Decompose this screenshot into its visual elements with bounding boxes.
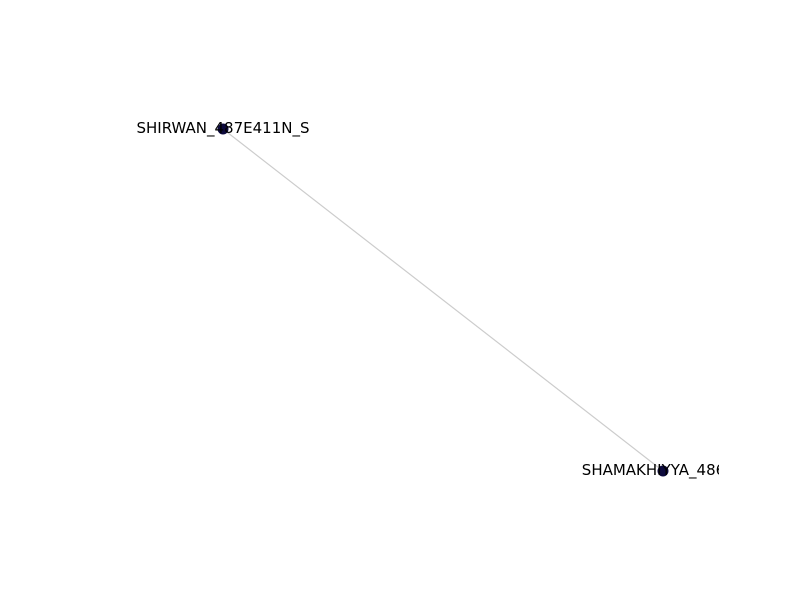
edge-shirwan-shamakhiyya [222,128,664,472]
graph-node[interactable] [217,123,229,135]
node-label: SHAMAKHIYYA_486E4 [582,461,744,480]
plot-area: SHIRWAN_487E411N_S SHAMAKHIYYA_486E4 [136,119,744,480]
graph-node[interactable] [657,465,669,477]
node-label: SHIRWAN_487E411N_S [136,119,309,138]
